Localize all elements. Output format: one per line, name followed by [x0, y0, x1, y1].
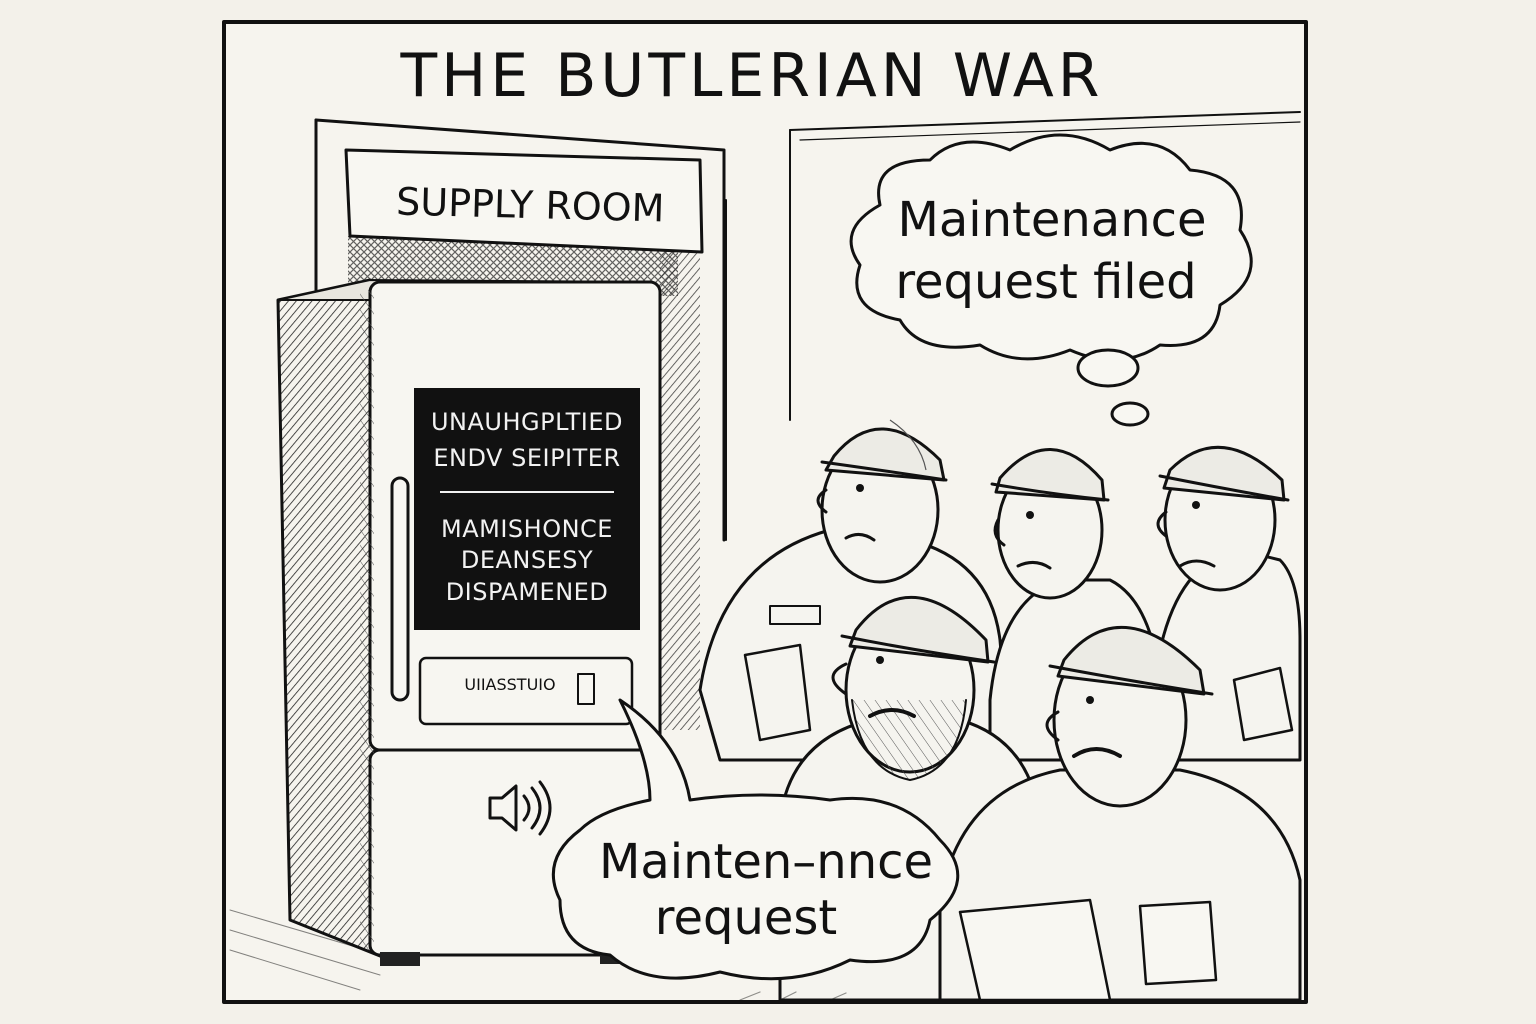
dispenser-slot: UIIASSTUIO — [418, 656, 634, 726]
clipboard — [958, 898, 1112, 1002]
screen-line-1: UNAUHGPLTIED — [431, 408, 623, 436]
workers-group — [698, 419, 1302, 1002]
speech-bubble: Mainten–nnce request — [551, 698, 960, 981]
worker-3 — [1156, 445, 1302, 762]
floor-marks — [739, 991, 847, 1001]
screen-line-3: MAMISHONCE — [441, 515, 613, 543]
fridge-handle — [390, 476, 410, 702]
screen-line-2: ENDV SEIPITER — [433, 444, 620, 472]
speech-bubble-line-1: Mainten–nnce — [599, 834, 933, 890]
screen-line-5: DISPAMENED — [446, 578, 609, 606]
worker-5 — [938, 626, 1302, 1002]
thought-bubble-line-2: request filed — [895, 254, 1196, 310]
thought-bubble-line-1: Maintenance — [897, 192, 1206, 248]
back-wall — [229, 111, 1301, 991]
comic-title: THE BUTLERIAN WAR — [400, 41, 1104, 111]
speaker-icon — [488, 780, 552, 836]
dispenser-label: UIIASSTUIO — [464, 675, 555, 694]
screen-line-4: DEANSESY — [461, 546, 593, 574]
dispenser-screen: UNAUHGPLTIED ENDV SEIPITER MAMISHONCE DE… — [414, 388, 640, 630]
speech-bubble-line-2: request — [655, 890, 837, 946]
supply-room-sign: SUPPLY ROOM — [344, 148, 704, 254]
thought-bubble: Maintenance request filed — [849, 133, 1253, 427]
supply-room-sign-label: SUPPLY ROOM — [396, 180, 665, 231]
